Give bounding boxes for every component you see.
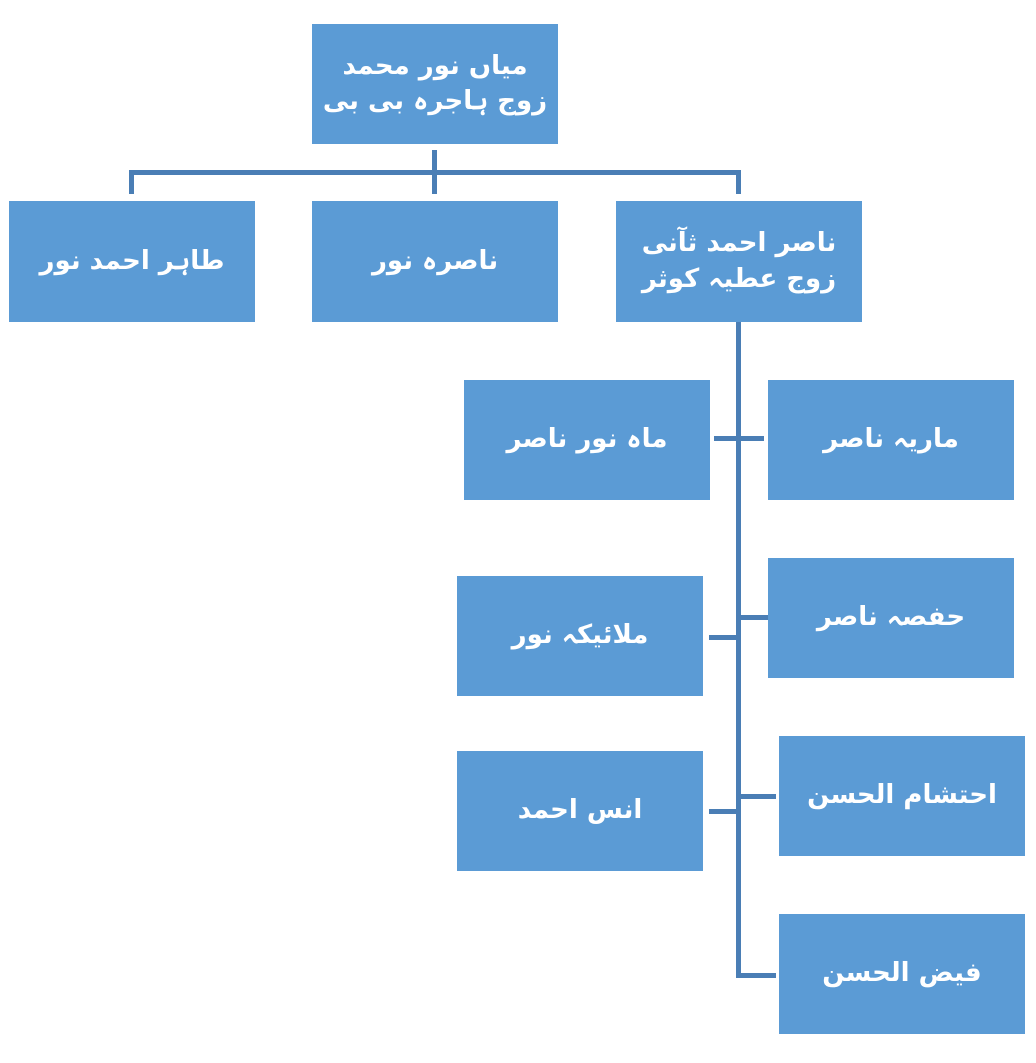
node-child-nasir[interactable]: ناصر احمد ثآنی زوج عطیہ کوثر: [616, 201, 862, 322]
node-label: ناصر احمد ثآنی زوج عطیہ کوثر: [641, 228, 837, 294]
connector-child-left-drop: [129, 170, 134, 194]
node-child-tahir[interactable]: طاہر احمد نور: [9, 201, 255, 322]
node-label: حفصہ ناصر: [816, 602, 966, 633]
node-label: فیض الحسن: [822, 958, 982, 989]
connector-children-bar: [129, 170, 741, 175]
node-grandchild-maria[interactable]: ماریہ ناصر: [768, 380, 1014, 500]
node-grandchild-mahnoor[interactable]: ماہ نور ناصر: [464, 380, 710, 500]
connector-gc-row2-left: [709, 635, 740, 640]
node-label: ناصرہ نور: [371, 245, 499, 276]
node-label: ماریہ ناصر: [823, 424, 959, 455]
node-grandchild-faiz[interactable]: فیض الحسن: [779, 914, 1025, 1034]
node-child-nasira[interactable]: ناصرہ نور: [312, 201, 558, 322]
connector-gc-row4: [736, 973, 776, 978]
node-label: انس احمد: [517, 795, 643, 826]
connector-grandchildren-trunk: [736, 322, 741, 978]
node-label: ملائیکہ نور: [511, 620, 649, 651]
connector-child-right-drop: [736, 170, 741, 194]
node-grandchild-malaika[interactable]: ملائیکہ نور: [457, 576, 703, 696]
node-label: طاہر احمد نور: [39, 245, 225, 276]
node-label: احتشام الحسن: [807, 780, 997, 811]
node-grandchild-anas[interactable]: انس احمد: [457, 751, 703, 871]
connector-gc-row2-right: [736, 615, 768, 620]
node-label: ماہ نور ناصر: [506, 424, 668, 455]
connector-gc-row3-right: [736, 794, 776, 799]
node-root[interactable]: میاں نور محمد زوج ہاجرہ بی بی: [312, 24, 558, 144]
node-label: میاں نور محمد زوج ہاجرہ بی بی: [322, 50, 548, 116]
connector-gc-row1: [714, 436, 764, 441]
node-grandchild-ehtisham[interactable]: احتشام الحسن: [779, 736, 1025, 856]
node-grandchild-hafsa[interactable]: حفصہ ناصر: [768, 558, 1014, 678]
connector-gc-row3-left: [709, 809, 740, 814]
